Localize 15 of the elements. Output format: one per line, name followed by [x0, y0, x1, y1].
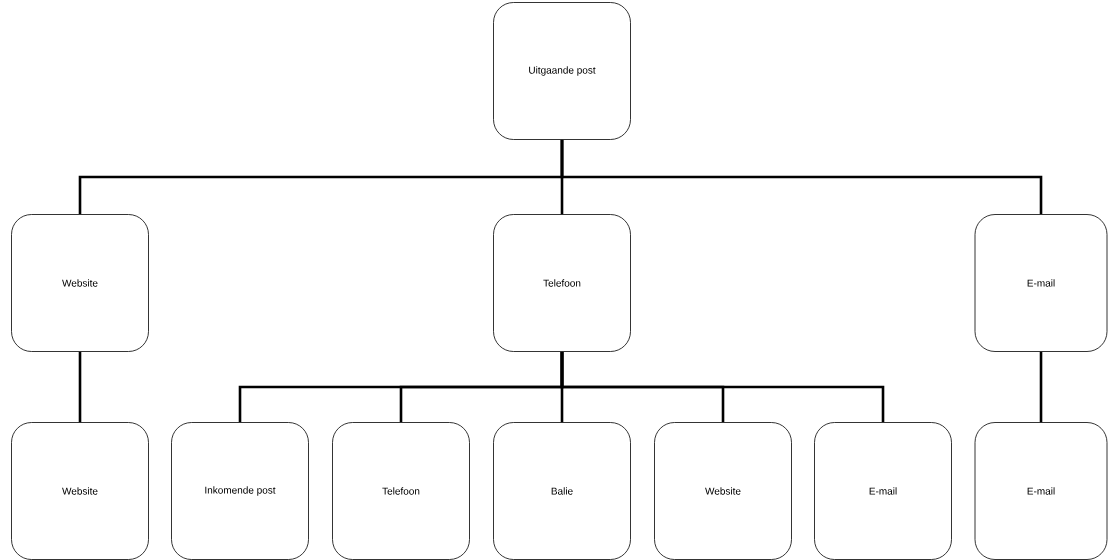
node-box: Inkomende post [171, 422, 309, 560]
node-box: Telefoon [493, 214, 631, 352]
node-box: Website [11, 214, 149, 352]
node-box: E-mail [974, 214, 1108, 352]
node-box: E-mail [814, 422, 952, 560]
node-box: Website [654, 422, 792, 560]
connector-line [78, 351, 82, 423]
connector-line [560, 139, 1043, 215]
connector-line [560, 351, 885, 423]
node-box: Telefoon [332, 422, 470, 560]
node-box: Uitgaande post [493, 2, 631, 140]
node-box: Balie [493, 422, 631, 560]
node-box: Website [11, 422, 149, 560]
node-box: E-mail [974, 422, 1108, 560]
connector-line [1039, 351, 1043, 423]
